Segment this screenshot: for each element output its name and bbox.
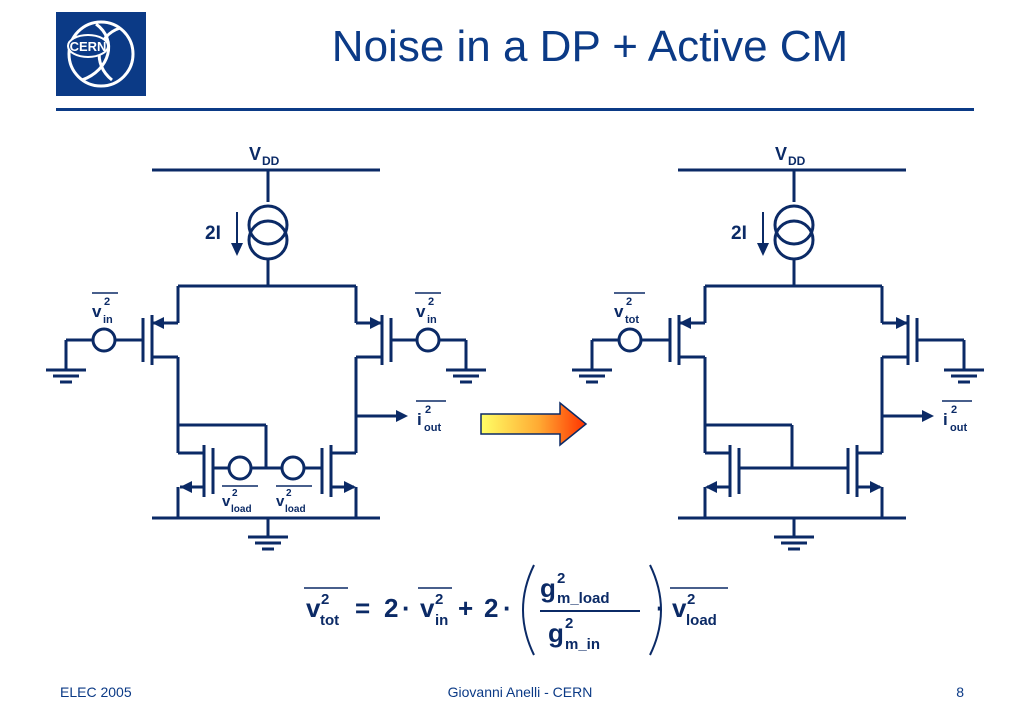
svg-text:·: ·: [402, 593, 411, 623]
svg-text:tot: tot: [625, 314, 639, 326]
svg-text:out: out: [424, 422, 441, 434]
svg-text:in: in: [435, 612, 448, 629]
footer-center: Giovanni Anelli - CERN: [447, 684, 593, 700]
footer-left: ELEC 2005: [60, 684, 132, 700]
svg-text:2: 2: [232, 488, 238, 499]
eq-numerator: g: [540, 573, 556, 603]
vload2-label: v: [276, 493, 285, 510]
vdd-label-right: V: [775, 144, 787, 164]
slide-title: Noise in a DP + Active CM: [331, 22, 849, 71]
vin-label-left: v: [92, 302, 102, 321]
current-label-right: 2I: [731, 223, 747, 244]
logo-text: CERN: [70, 39, 107, 54]
eq-denominator: g: [548, 618, 564, 648]
svg-text:2: 2: [425, 404, 431, 416]
svg-text:2: 2: [951, 404, 957, 416]
vload1-label: v: [222, 493, 231, 510]
footer-page-number: 8: [956, 684, 964, 700]
svg-text:in: in: [103, 314, 113, 326]
svg-text:2: 2: [286, 488, 292, 499]
vtot-label: v: [614, 302, 624, 321]
svg-text:in: in: [427, 314, 437, 326]
svg-text:out: out: [950, 422, 967, 434]
svg-text:m_load: m_load: [557, 590, 610, 607]
current-label-left: 2I: [205, 223, 221, 244]
eq-coef2: 2: [484, 593, 498, 623]
transform-arrow: [480, 401, 588, 447]
svg-text:2: 2: [321, 591, 329, 608]
eq-equals: =: [355, 593, 370, 623]
svg-text:DD: DD: [262, 154, 280, 168]
right-circuit: [572, 168, 984, 551]
eq-term1: v: [420, 593, 435, 623]
svg-text:2: 2: [626, 296, 632, 308]
vdd-label-left: V: [249, 144, 261, 164]
iout-label-right: i: [943, 410, 948, 429]
svg-text:2: 2: [435, 591, 443, 608]
eq-plus: +: [458, 593, 473, 623]
noise-equation: v 2 tot = 2 · v 2 in + 2 · g 2 m_load g …: [304, 564, 728, 656]
eq-lhs: v: [306, 593, 321, 623]
left-circuit: [46, 168, 486, 551]
title-rule: [56, 108, 974, 111]
svg-text:m_in: m_in: [565, 636, 600, 653]
svg-text:·: ·: [656, 593, 665, 623]
svg-text:load: load: [231, 504, 252, 515]
svg-text:load: load: [686, 612, 717, 629]
svg-text:2: 2: [557, 570, 565, 587]
svg-text:DD: DD: [788, 154, 806, 168]
eq-coef1: 2: [384, 593, 398, 623]
svg-text:load: load: [285, 504, 306, 515]
cern-logo: CERN: [56, 12, 146, 96]
svg-text:2: 2: [104, 296, 110, 308]
current-source-left: [247, 204, 289, 246]
svg-text:2: 2: [428, 296, 434, 308]
svg-text:2: 2: [687, 591, 695, 608]
svg-text:·: ·: [503, 593, 512, 623]
eq-term2: v: [672, 593, 687, 623]
vin-label-right: v: [416, 302, 426, 321]
svg-text:tot: tot: [320, 612, 339, 629]
iout-label-left: i: [417, 410, 422, 429]
svg-text:2: 2: [565, 615, 573, 632]
